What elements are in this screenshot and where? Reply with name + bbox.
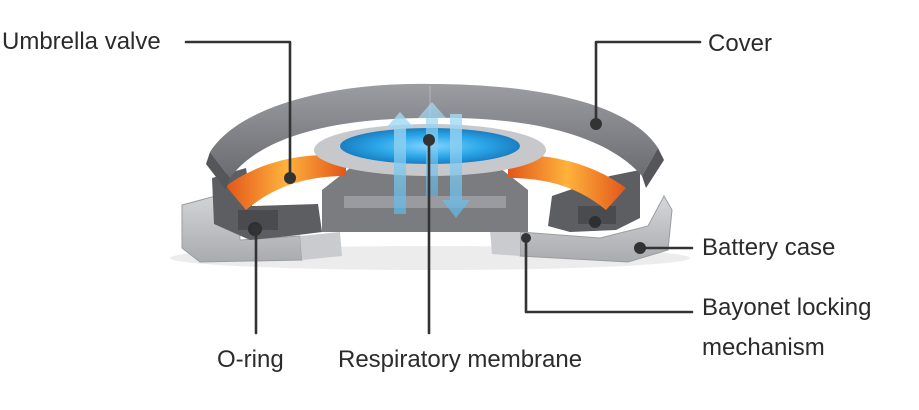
leader-battery-case-dot [634, 242, 646, 254]
label-respiratory-membrane: Respiratory membrane [338, 346, 583, 373]
label-o-ring: O-ring [217, 346, 284, 373]
label-bayonet-line1: Bayonet locking [702, 294, 872, 321]
leader-lines [184, 40, 702, 335]
arrow-up-shape [386, 112, 414, 214]
o-ring-shape-right [589, 216, 601, 228]
airflow-arrows [386, 102, 470, 218]
arrow-up-shape-2 [418, 102, 446, 196]
umbrella-valve-shape [226, 155, 626, 210]
label-cover: Cover [708, 30, 773, 57]
leader-bayonet [524, 236, 694, 314]
label-bayonet-line2: mechanism [702, 334, 825, 361]
arrow-down-shape [442, 114, 470, 218]
cover-shape [206, 83, 664, 190]
leader-cover [594, 40, 702, 126]
leader-o-ring-dot [251, 224, 261, 234]
leader-cover-dot [590, 118, 602, 130]
label-umbrella-valve: Umbrella valve [2, 28, 161, 55]
label-battery-case: Battery case [702, 234, 836, 261]
leader-umbrella-valve-dot [284, 172, 296, 184]
leader-bayonet-dot [521, 233, 531, 243]
leader-umbrella-valve [184, 40, 292, 180]
battery-case-shape [181, 189, 673, 263]
central-hub-shape [322, 168, 528, 232]
leader-respiratory-membrane-dot [423, 134, 435, 146]
